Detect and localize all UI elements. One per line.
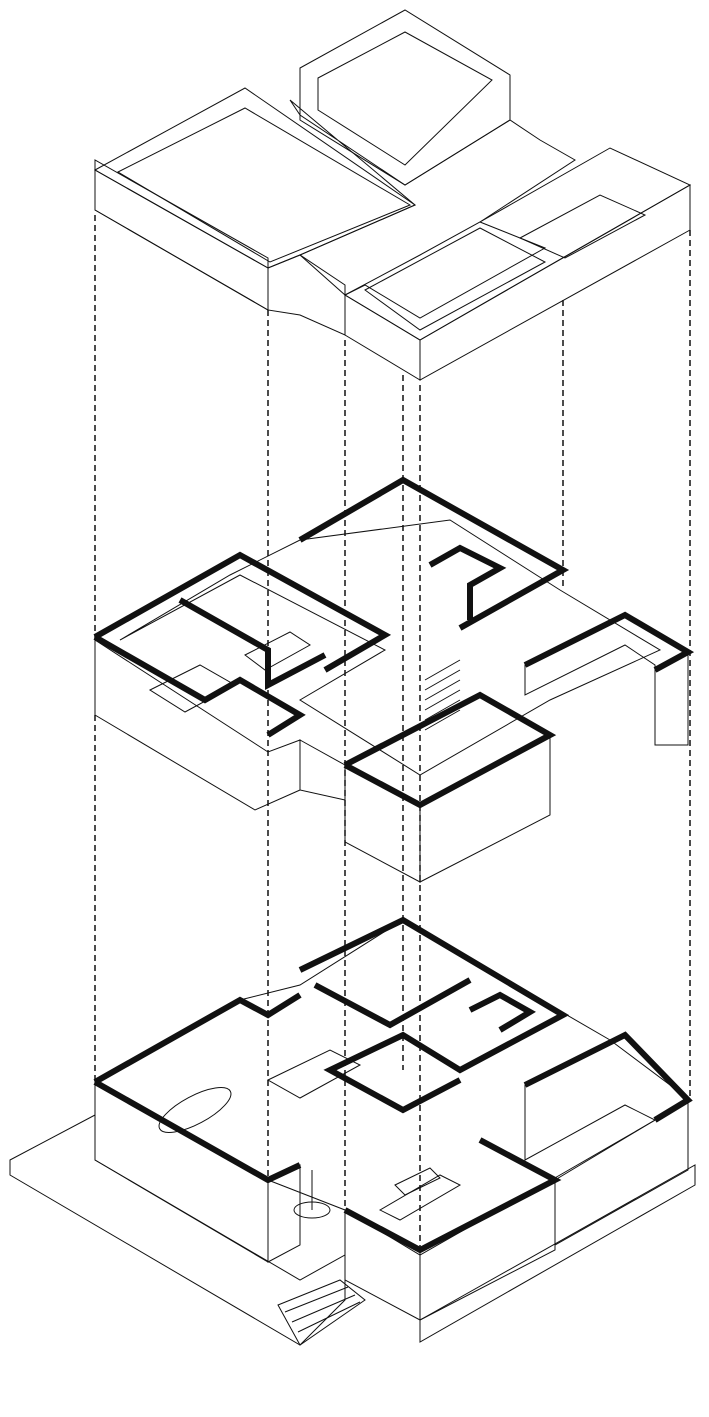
dining-table bbox=[158, 1087, 232, 1133]
upper-floor-wall bbox=[428, 544, 507, 620]
ground-brick-garden-wall bbox=[524, 1034, 689, 1246]
roof-left-box bbox=[93, 87, 417, 269]
ground-floor-wall bbox=[298, 916, 570, 1114]
bed bbox=[148, 631, 311, 713]
upper-floor-wall bbox=[343, 691, 557, 809]
upper-floor-walls bbox=[93, 551, 392, 673]
upper-floor-wall bbox=[298, 476, 570, 631]
ground-floor-wall bbox=[93, 1079, 302, 1184]
ground-base-plinth bbox=[419, 1164, 696, 1343]
roof-skylight bbox=[518, 194, 647, 259]
ground-floor-wall bbox=[313, 977, 472, 1029]
staircase bbox=[424, 659, 461, 731]
upper-floor-wall bbox=[523, 611, 695, 673]
ground-brick-right bbox=[419, 1179, 556, 1321]
upper-floor-wall bbox=[178, 597, 327, 690]
sofa bbox=[378, 1167, 462, 1221]
roof-brick-parapet bbox=[343, 147, 692, 341]
roof-left-surface bbox=[116, 107, 412, 263]
roof-brick-box-right bbox=[419, 184, 691, 381]
floor-lamp bbox=[293, 1170, 331, 1219]
ground-floor-wall bbox=[523, 1031, 693, 1123]
kitchen-island bbox=[266, 1049, 362, 1099]
alignment-lines bbox=[94, 215, 691, 1250]
roof-connector bbox=[289, 99, 576, 296]
roof-middle-surface bbox=[317, 31, 493, 166]
ground-left-facade bbox=[94, 1081, 269, 1263]
upper-floor-wall bbox=[93, 634, 306, 738]
ground-floor-wall bbox=[343, 1137, 562, 1254]
roof-left-box-side bbox=[94, 159, 269, 311]
roof-brick-box-front bbox=[344, 294, 421, 381]
roof-level bbox=[93, 9, 692, 381]
ground-floor-wall bbox=[468, 991, 536, 1033]
ground-floor-level bbox=[9, 916, 696, 1346]
ground-floor-walls bbox=[93, 992, 302, 1085]
entrance-steps bbox=[277, 1279, 366, 1346]
roof-front-wall-2 bbox=[267, 254, 346, 336]
upper-brick-box-right bbox=[419, 734, 551, 883]
upper-floor-slab bbox=[119, 519, 662, 776]
upper-floor-mid-facade bbox=[299, 739, 346, 801]
roof-front-wall bbox=[94, 169, 269, 311]
upper-floor-level bbox=[93, 476, 695, 883]
ground-terrace-slab bbox=[9, 1114, 346, 1346]
ground-floor-slab bbox=[93, 919, 691, 1256]
roof-brick-surface bbox=[364, 227, 547, 331]
